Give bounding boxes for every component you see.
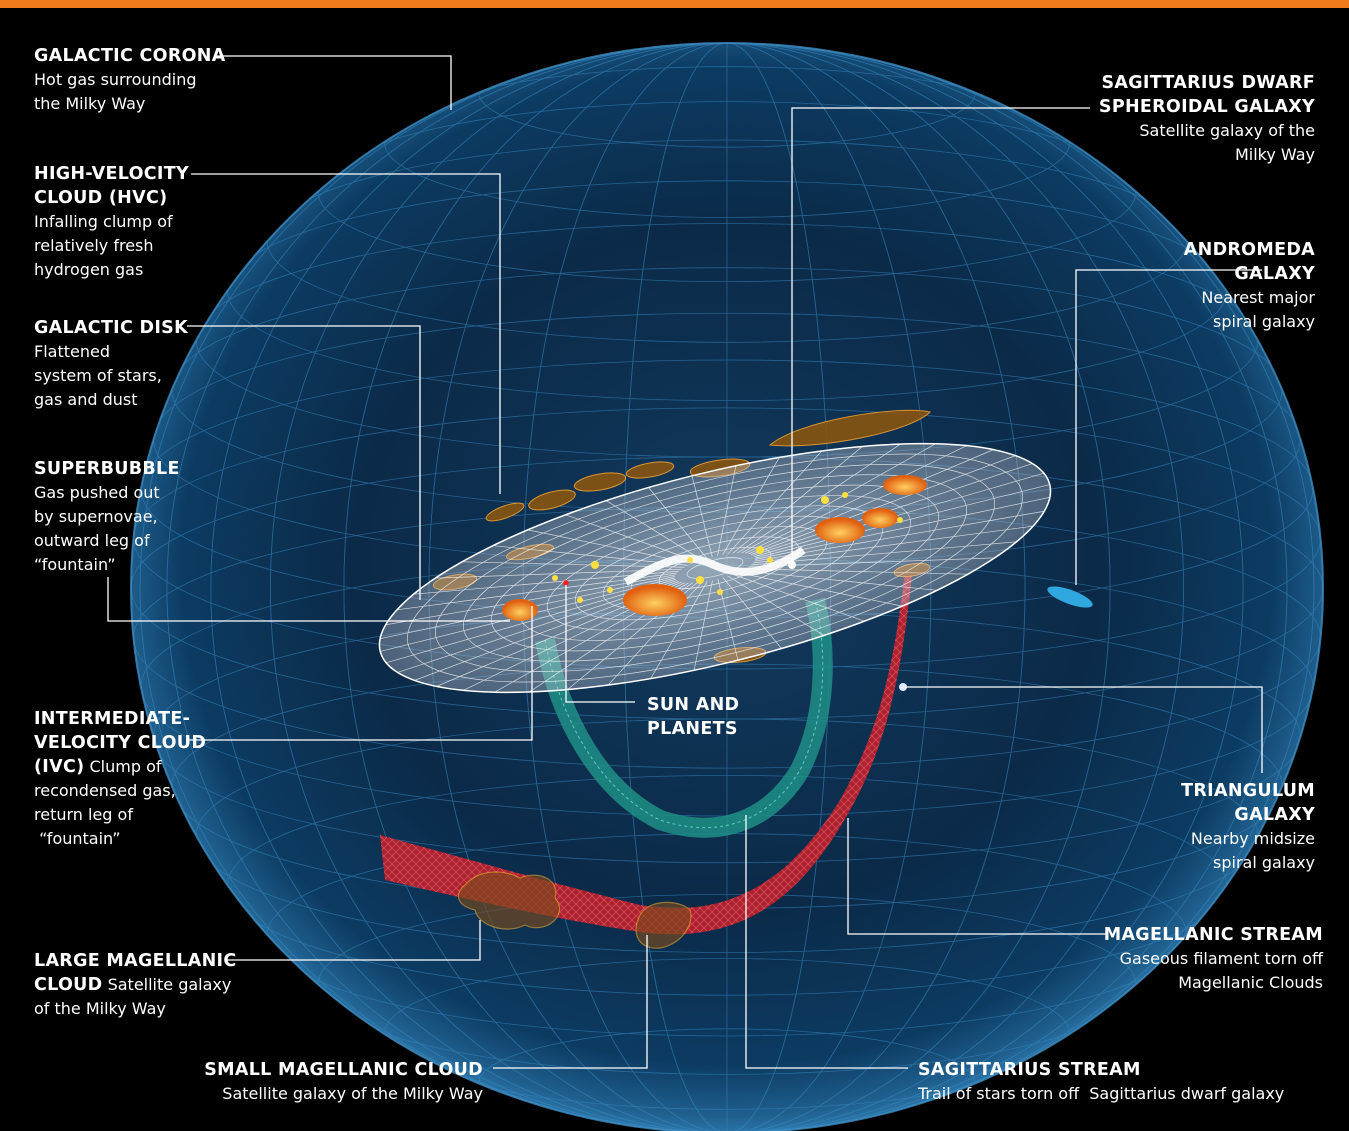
sagittarius-stream [535,597,833,838]
sagittarius-dwarf-desc-1: Satellite galaxy of the [1139,121,1315,140]
milky-way-diagram [107,42,1324,1131]
superbubbles [502,475,927,621]
ivc-desc-1: recondensed gas, [34,781,176,800]
hvc-desc-3: hydrogen gas [34,260,144,279]
lmc-desc-inline: Satellite galaxy [107,975,232,994]
magellanic-stream-title: MAGELLANIC STREAM [1103,925,1323,945]
sun-and-planets-marker [563,580,569,586]
hvc-desc-1: Infalling clump of [34,212,173,231]
triangulum-marker [899,683,907,691]
superbubble-desc-4: “fountain” [34,555,116,574]
triangulum-title-2: GALAXY [1234,805,1315,825]
leader-lines [107,55,1263,1069]
ivc-desc-3: “fountain” [34,829,121,848]
label-galactic-corona: GALACTIC CORONA Hot gas surrounding the … [34,44,226,116]
ivc-title-1: INTERMEDIATE- [34,709,191,729]
lmc-desc-1: of the Milky Way [34,999,166,1018]
hvc-desc-2: relatively fresh [34,236,154,255]
superbubble-desc-1: Gas pushed out [34,483,160,502]
sagittarius-dwarf-title-2: SPHEROIDAL GALAXY [1098,97,1315,117]
sun-planets-title-2: PLANETS [647,719,738,739]
smc-title: SMALL MAGELLANIC CLOUD [204,1060,483,1080]
superbubble-desc-3: outward leg of [34,531,150,550]
lmc-title-2: CLOUD [34,975,103,995]
lmc-title-1: LARGE MAGELLANIC [34,951,237,971]
hvc-title-2: CLOUD (HVC) [34,188,168,208]
label-magellanic-stream: MAGELLANIC STREAM Gaseous filament torn … [1003,923,1323,995]
sagittarius-dwarf-marker [788,561,796,569]
ivc-desc-2: return leg of [34,805,133,824]
galactic-corona-desc-1: Hot gas surrounding [34,70,197,89]
andromeda-desc-1: Nearest major [1201,288,1315,307]
sagittarius-dwarf-desc-2: Milky Way [1234,145,1315,164]
large-magellanic-cloud [457,871,561,930]
label-triangulum: TRIANGULUM GALAXY Nearby midsize spiral … [1055,779,1315,875]
triangulum-desc-2: spiral galaxy [1213,853,1315,872]
label-andromeda: ANDROMEDA GALAXY Nearest major spiral ga… [1055,238,1315,334]
label-sagittarius-dwarf: SAGITTARIUS DWARF SPHEROIDAL GALAXY Sate… [1015,71,1315,167]
hvc-title-1: HIGH-VELOCITY [34,164,189,184]
smc-desc-1: Satellite galaxy of the Milky Way [222,1084,483,1103]
sun-planets-title-1: SUN AND [647,695,740,715]
small-magellanic-cloud [635,901,692,949]
galactic-corona-desc-2: the Milky Way [34,94,146,113]
label-superbubble: SUPERBUBBLE Gas pushed out by supernovae… [34,457,180,577]
galactic-disk-desc-2: system of stars, [34,366,162,385]
magellanic-stream-desc-1: Gaseous filament torn off [1119,949,1323,968]
triangulum-desc-1: Nearby midsize [1190,829,1315,848]
magellanic-stream-desc-2: Magellanic Clouds [1178,973,1323,992]
superbubble-desc-2: by supernovae, [34,507,158,526]
ivc-title-2: VELOCITY CLOUD [34,733,207,753]
andromeda-title-1: ANDROMEDA [1183,240,1315,260]
superbubble-title: SUPERBUBBLE [34,459,180,479]
label-sun-planets: SUN AND PLANETS [647,693,739,741]
label-sagittarius-stream: SAGITTARIUS STREAM Trail of stars torn o… [918,1058,1284,1106]
galactic-disk-desc-3: gas and dust [34,390,138,409]
galactic-disk-title: GALACTIC DISK [34,318,188,338]
triangulum-title-1: TRIANGULUM [1181,781,1315,801]
label-ivc: INTERMEDIATE- VELOCITY CLOUD (IVC) Clump… [34,707,206,851]
andromeda-desc-2: spiral galaxy [1213,312,1315,331]
label-smc: SMALL MAGELLANIC CLOUD Satellite galaxy … [83,1058,483,1106]
sagittarius-stream-title: SAGITTARIUS STREAM [918,1060,1141,1080]
ivc-desc-inline: Clump of [89,757,162,776]
galactic-disk-desc-1: Flattened [34,342,110,361]
sagittarius-stream-desc-1: Trail of stars torn off Sagittarius dwar… [918,1084,1285,1103]
andromeda-title-2: GALAXY [1234,264,1315,284]
orange-top-bar [0,0,1349,8]
andromeda-galaxy [1047,586,1093,608]
galactic-corona-title: GALACTIC CORONA [34,46,226,66]
label-hvc: HIGH-VELOCITY CLOUD (HVC) Infalling clum… [34,162,189,282]
label-galactic-disk: GALACTIC DISK Flattened system of stars,… [34,316,188,412]
galactic-disk [378,442,1052,694]
label-lmc: LARGE MAGELLANIC CLOUD Satellite galaxy … [34,949,237,1021]
sagittarius-dwarf-title-1: SAGITTARIUS DWARF [1101,73,1315,93]
ivc-title-3: (IVC) [34,757,85,777]
